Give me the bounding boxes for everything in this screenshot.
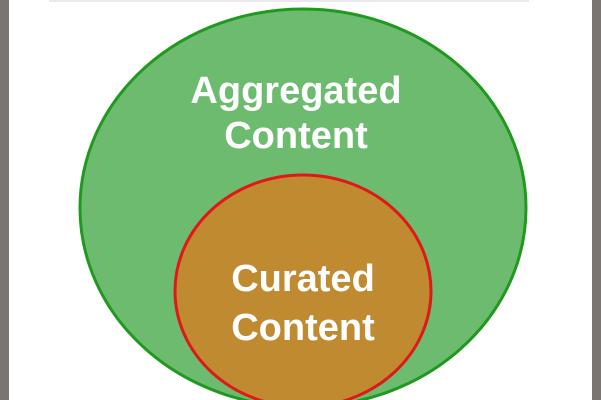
venn-diagram: Aggregated Content Curated Content: [49, 0, 529, 400]
aggregated-label-line2: Content: [224, 115, 368, 157]
curated-content-circle: [173, 173, 433, 400]
slide-panel: Aggregated Content Curated Content: [9, 0, 592, 400]
aggregated-label-line1: Aggregated: [190, 70, 401, 112]
cropped-title-remnant: [49, 0, 529, 2]
curated-label-line2: Content: [231, 307, 375, 349]
curated-label-line1: Curated: [231, 258, 375, 300]
